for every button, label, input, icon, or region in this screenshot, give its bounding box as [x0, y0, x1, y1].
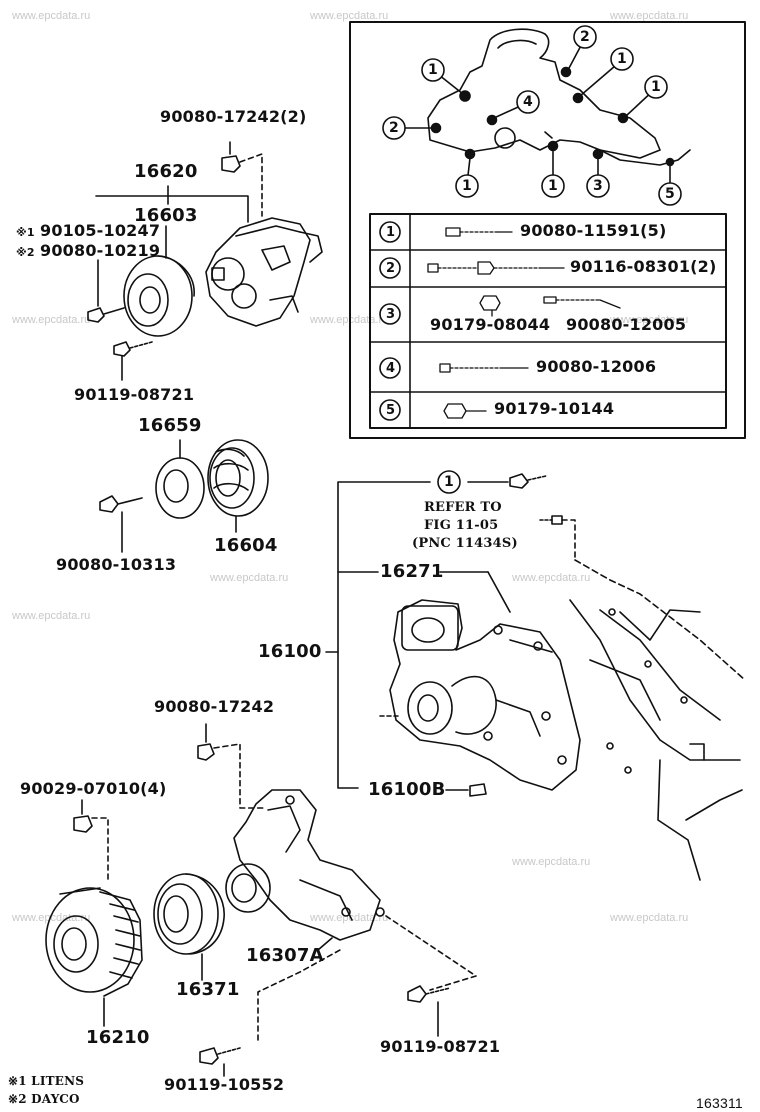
part-label-90105-10247: 90105-10247 — [40, 221, 161, 240]
table-key: 1 — [386, 225, 396, 240]
part-label-90080-10219: 90080-10219 — [40, 241, 161, 260]
part-label-90080-17242: 90080-17242 — [154, 697, 275, 716]
part-label-90080-10313: 90080-10313 — [56, 555, 177, 574]
note-litens: ※1 LITENS — [8, 1074, 85, 1088]
table-key: 2 — [386, 261, 396, 276]
callout-5: 5 — [665, 186, 675, 202]
table-part-number: 90179-08044 — [430, 315, 551, 334]
figure-number: 163311 — [696, 1095, 743, 1111]
part-label-16100: 16100 — [258, 641, 322, 662]
part-label-16100B: 16100B — [368, 779, 446, 800]
part-label-16659: 16659 — [138, 415, 202, 436]
callout-1: 1 — [651, 79, 661, 95]
callout-2: 2 — [389, 120, 399, 136]
watermark: www.epcdata.ru — [512, 856, 591, 868]
note-dayco: ※2 DAYCO — [8, 1092, 80, 1106]
part-label-16371: 16371 — [176, 979, 240, 1000]
table-key: 4 — [386, 361, 396, 376]
refer-line-1: REFER TO — [424, 500, 502, 515]
part-label-16604: 16604 — [214, 535, 278, 556]
table-part-number: 90116-08301(2) — [570, 257, 717, 276]
watermark: www.epcdata.ru — [210, 572, 289, 584]
callout-2: 2 — [580, 29, 590, 45]
fan-coupling-16210 — [45, 887, 135, 993]
table-part-number: 90179-10144 — [494, 399, 615, 418]
mark-2: ※2 — [16, 246, 35, 259]
tensioner-assembly — [205, 217, 311, 327]
refer-line-3: (PNC 11434S) — [412, 536, 518, 551]
watermark: www.epcdata.ru — [12, 912, 91, 924]
callout-1: 1 — [428, 62, 438, 78]
inset-parts-table — [369, 213, 727, 429]
part-label-90029-07010: 90029-07010(4) — [20, 779, 167, 798]
watermark: www.epcdata.ru — [310, 912, 389, 924]
callout-1: 1 — [462, 178, 472, 194]
watermark: www.epcdata.ru — [12, 10, 91, 22]
watermark: www.epcdata.ru — [610, 10, 689, 22]
table-key: 3 — [386, 307, 396, 322]
refer-line-2: FIG 11-05 — [424, 518, 499, 533]
callout-1: 1 — [617, 51, 627, 67]
part-label-16307A: 16307A — [246, 945, 324, 966]
table-part-number: 90080-12005 — [566, 315, 687, 334]
pulley-16604 — [207, 439, 269, 517]
watermark: www.epcdata.ru — [512, 572, 591, 584]
inset-frame — [349, 21, 746, 439]
mark-1: ※1 — [16, 226, 35, 239]
part-label-90119-08721-b: 90119-08721 — [380, 1037, 501, 1056]
part-label-90080-17242-top: 90080-17242(2) — [160, 107, 307, 126]
part-label-16271: 16271 — [380, 561, 444, 582]
watermark: www.epcdata.ru — [12, 314, 91, 326]
callout-1: 1 — [548, 178, 558, 194]
table-part-number: 90080-11591(5) — [520, 221, 667, 240]
watermark: www.epcdata.ru — [12, 610, 91, 622]
table-key: 5 — [386, 403, 396, 418]
callout-4: 4 — [523, 94, 533, 110]
callout-3: 3 — [593, 178, 603, 194]
timing-cover-outline — [427, 28, 661, 159]
part-label-16620: 16620 — [134, 161, 198, 182]
water-pump-16100 — [389, 599, 581, 791]
part-label-16210: 16210 — [86, 1027, 150, 1048]
refer-callout: 1 — [444, 474, 454, 490]
part-label-90119-08721-a: 90119-08721 — [74, 385, 195, 404]
table-part-number: 90080-12006 — [536, 357, 657, 376]
fan-bracket-16307A — [233, 789, 381, 941]
watermark: www.epcdata.ru — [610, 314, 689, 326]
part-label-16603: 16603 — [134, 205, 198, 226]
part-label-90119-10552: 90119-10552 — [164, 1075, 285, 1094]
watermark: www.epcdata.ru — [610, 912, 689, 924]
watermark: www.epcdata.ru — [310, 10, 389, 22]
